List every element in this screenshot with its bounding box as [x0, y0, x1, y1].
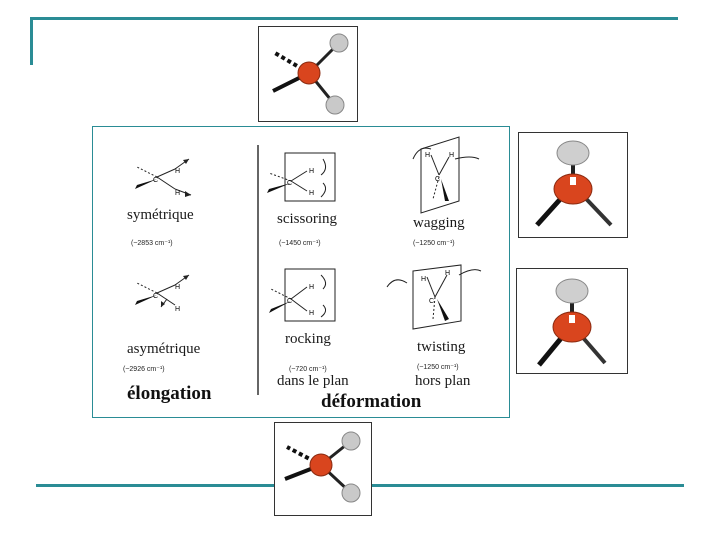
rocking-label: rocking	[285, 331, 331, 347]
asymmetric-freq: (~2926 cm⁻¹)	[123, 366, 165, 373]
rocking-freq: (~720 cm⁻¹)	[289, 366, 327, 373]
atom-c-label: C	[287, 180, 292, 187]
atom-h-label: H	[309, 310, 314, 317]
symmetric-stretch-sketch: C H H	[135, 158, 192, 197]
twisting-label: twisting	[417, 339, 466, 355]
asymmetric-stretch-sketch: C H H	[135, 274, 190, 313]
column-divider	[257, 145, 259, 395]
atom-h-label: H	[175, 190, 180, 197]
atom-h-label: H	[425, 152, 430, 159]
molecule-top-box	[258, 26, 358, 122]
bending-title: déformation	[321, 391, 422, 412]
wagging-freq: (~1250 cm⁻¹)	[413, 240, 455, 247]
left-rule	[30, 17, 33, 65]
atom-h-label: H	[445, 270, 450, 277]
atom-c-label: C	[435, 176, 440, 183]
out-of-plane-label: hors plan	[415, 373, 471, 389]
atom-h-label: H	[421, 276, 426, 283]
scissoring-sketch: C H H	[267, 152, 336, 202]
top-rule	[30, 17, 678, 20]
scissoring-freq: (~1450 cm⁻¹)	[279, 240, 321, 247]
molecule-right-top-box	[518, 132, 628, 238]
rocking-sketch: C H H	[269, 268, 336, 322]
molecule-right-bottom-icon	[537, 278, 607, 367]
atom-h-label: H	[309, 284, 314, 291]
molecule-bottom-icon	[284, 431, 361, 503]
molecule-top-icon	[272, 33, 349, 115]
symmetric-label: symétrique	[127, 207, 194, 223]
atom-h-label: H	[309, 168, 314, 175]
molecule-bottom-box	[274, 422, 372, 516]
stretching-title: élongation	[127, 383, 212, 404]
atom-h-label: H	[175, 168, 180, 175]
atom-c-label: C	[429, 298, 434, 305]
atom-c-label: C	[153, 177, 158, 184]
in-plane-label: dans le plan	[277, 373, 349, 389]
atom-h-label: H	[449, 152, 454, 159]
atom-h-label: H	[175, 306, 180, 313]
asymmetric-label: asymétrique	[127, 341, 201, 357]
atom-c-label: C	[153, 293, 158, 300]
scissoring-label: scissoring	[277, 211, 337, 227]
symmetric-freq: (~2853 cm⁻¹)	[131, 240, 173, 247]
molecule-right-bottom-box	[516, 268, 628, 374]
wagging-label: wagging	[413, 215, 465, 231]
atom-h-label: H	[309, 190, 314, 197]
atom-c-label: C	[287, 298, 292, 305]
molecule-right-top-icon	[535, 140, 613, 227]
atom-h-label: H	[175, 284, 180, 291]
wagging-sketch: C H H	[412, 136, 480, 214]
twisting-sketch: C H H	[386, 264, 482, 330]
vibration-modes-panel: C H H symétrique (~2853 cm⁻¹) C H H asym…	[92, 126, 510, 418]
twisting-freq: (~1250 cm⁻¹)	[417, 364, 459, 371]
